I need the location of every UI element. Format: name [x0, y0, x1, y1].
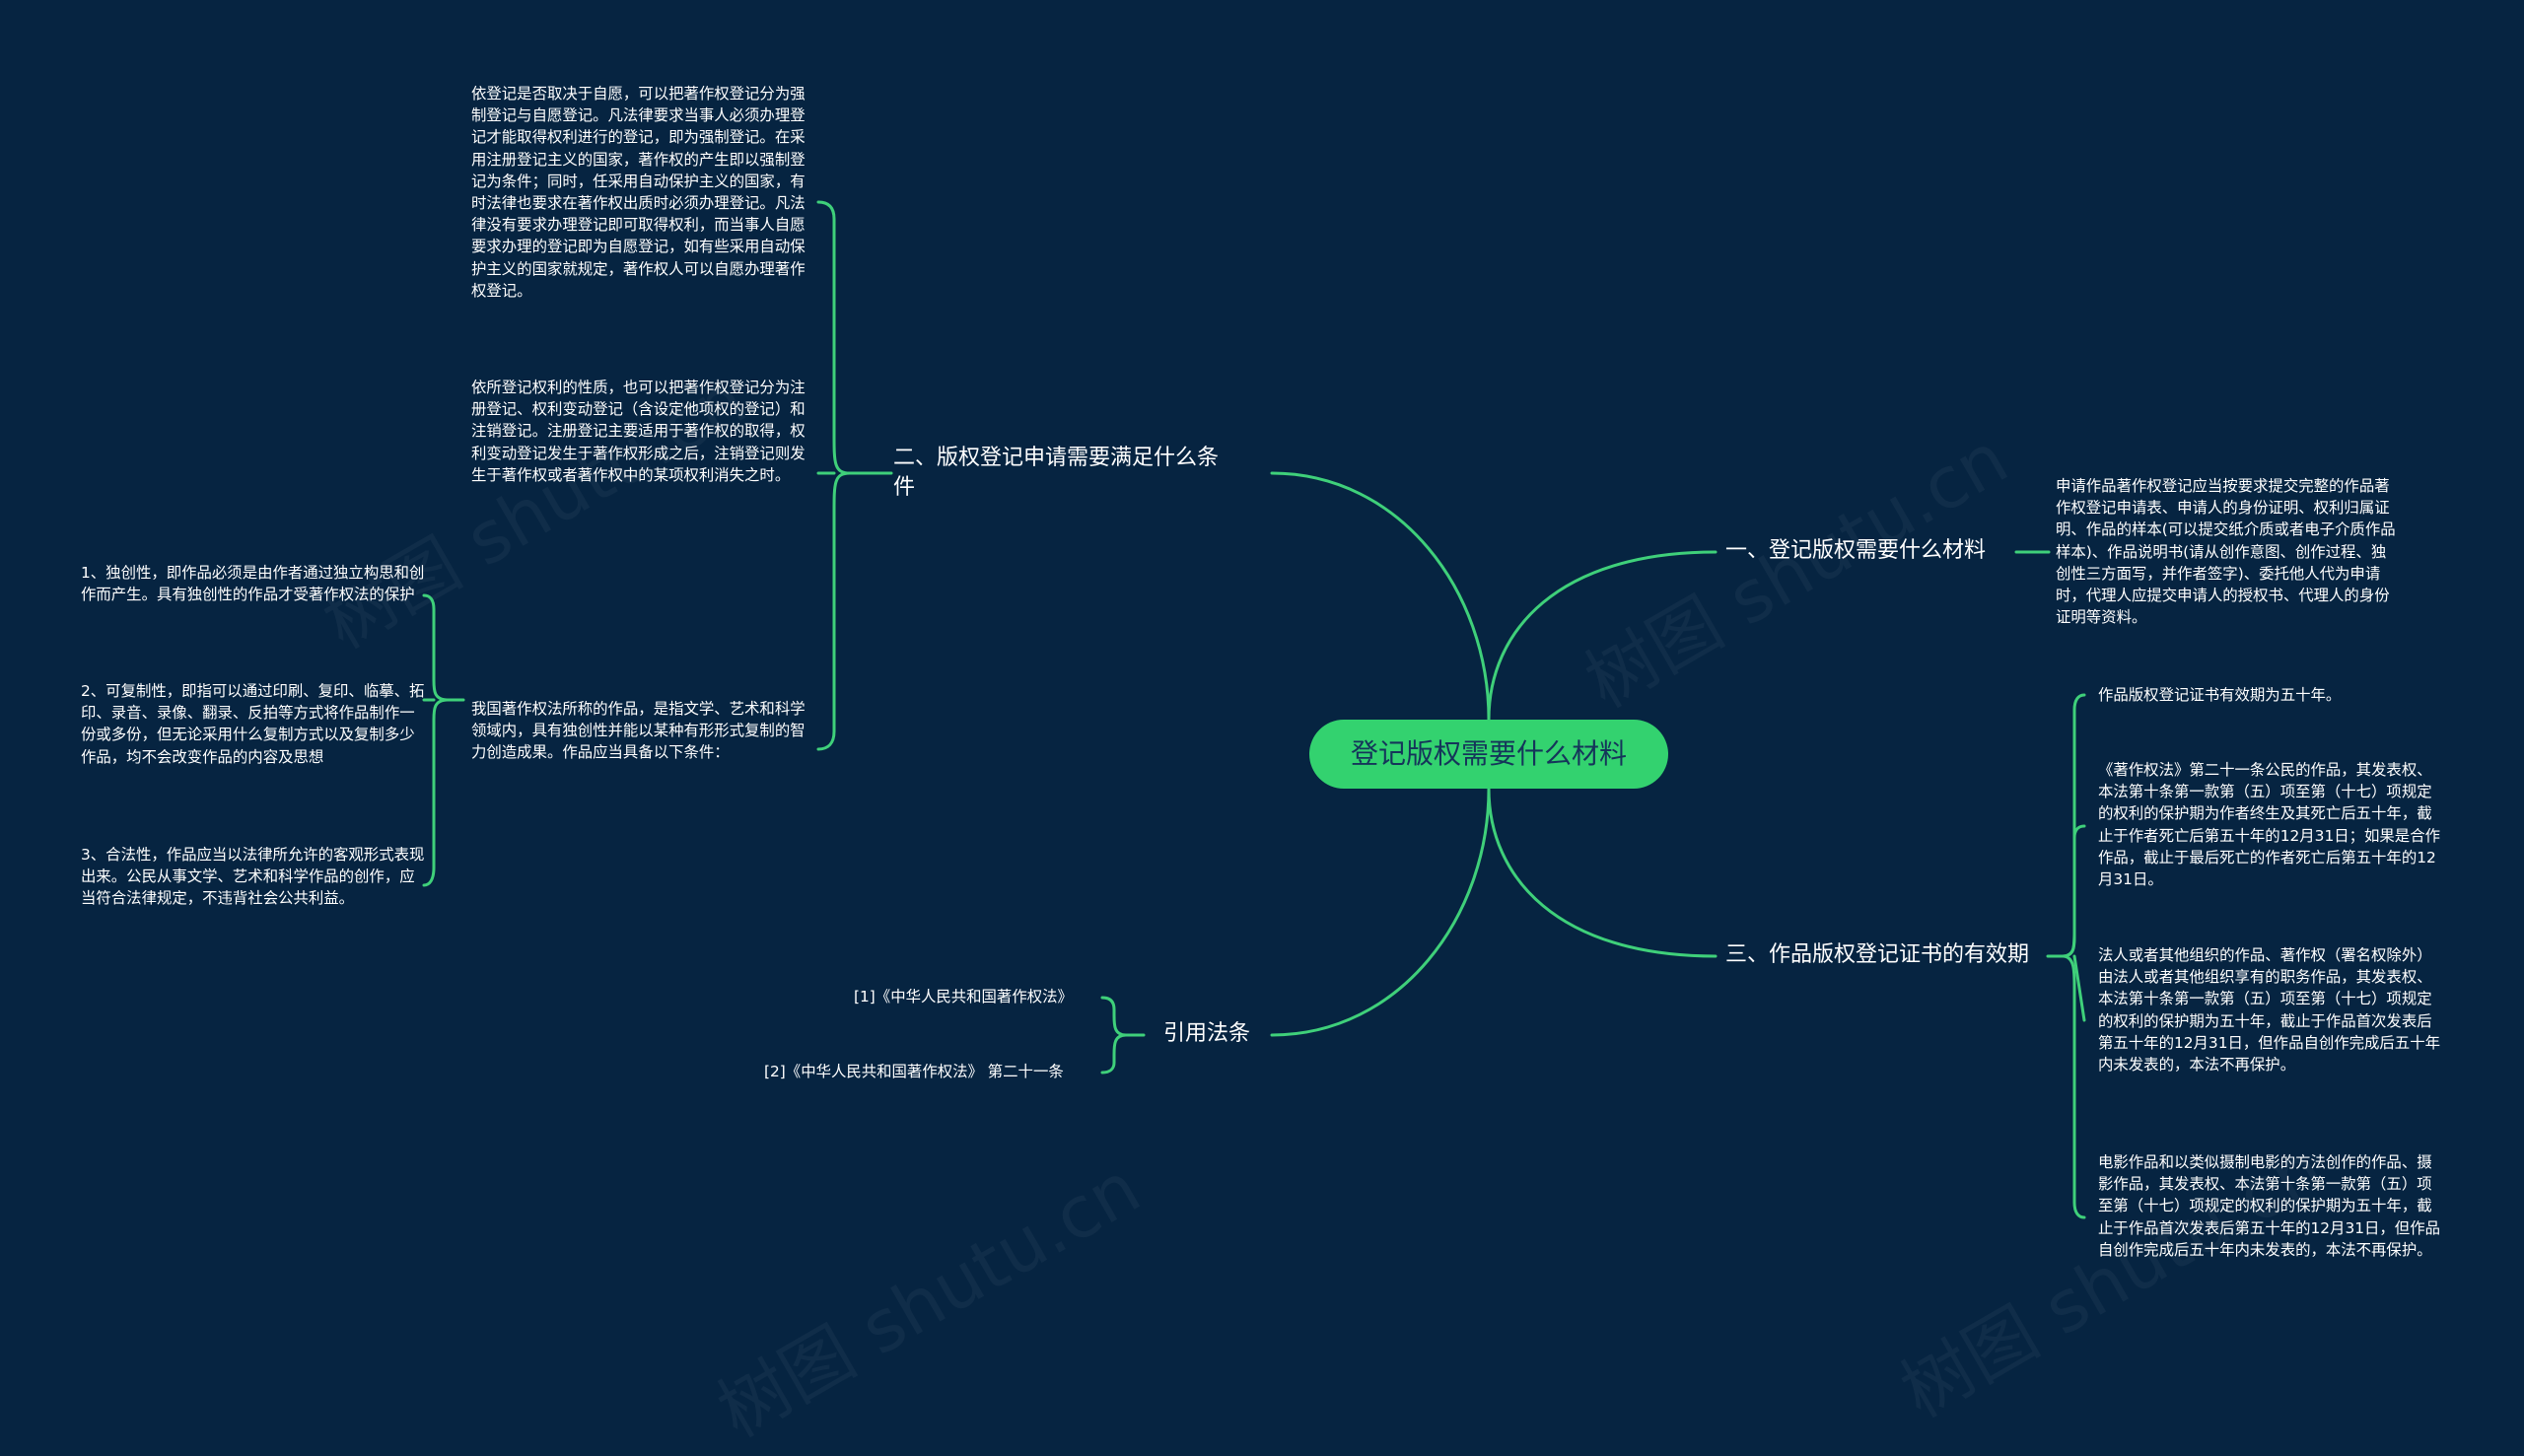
- leaf-legality: 3、合法性，作品应当以法律所允许的客观形式表现出来。公民从事文学、艺术和科学作品…: [81, 846, 425, 908]
- link-root-b2: [1270, 471, 1491, 722]
- leaf-article-21-citizen: 《著作权法》第二十一条公民的作品，其发表权、本法第十条第一款第（五）项至第（十七…: [2098, 761, 2440, 889]
- ref-copyright-law-article-21[interactable]: [2]《中华人民共和国著作权法》 第二十一条: [764, 1063, 1064, 1080]
- branch-certificate-validity[interactable]: 三、作品版权登记证书的有效期: [1725, 942, 2030, 967]
- link-b4-ref1: [1100, 996, 1128, 1037]
- link-b2-leaf3: [816, 471, 852, 751]
- ref-copyright-law[interactable]: [1]《中华人民共和国著作权法》: [854, 988, 1073, 1005]
- leaf-validity-fifty-years: 作品版权登记证书有效期为五十年。: [2098, 686, 2342, 704]
- leaf-work-definition: 我国著作权法所称的作品，是指文学、艺术和科学领域内，具有独创性并能以某种有形形式…: [471, 700, 806, 762]
- leaf-reproducibility: 2、可复制性，即指可以通过印刷、复印、临摹、拓印、录音、录像、翻录、反拍等方式将…: [81, 682, 425, 766]
- link-b3-leaf2: [2061, 824, 2086, 958]
- link-root-b1: [1487, 550, 1718, 722]
- branch-cited-laws[interactable]: 引用法条: [1163, 1021, 1251, 1046]
- branch-registration-conditions[interactable]: 二、版权登记申请需要满足什么条件: [893, 446, 1220, 500]
- link-b3-leaf3: [2072, 954, 2086, 1022]
- connector-lines: [422, 200, 2086, 1219]
- link-b4-ref2: [1100, 1033, 1128, 1075]
- link-b2_3-sub1: [422, 593, 450, 702]
- root-topic[interactable]: 登记版权需要什么材料: [1309, 720, 1668, 789]
- leaf-film-photography-works: 电影作品和以类似摄制电影的方法创作的作品、摄影作品，其发表权、本法第十条第一款第…: [2098, 1153, 2440, 1259]
- leaf-registration-types: 依所登记权利的性质，也可以把著作权登记分为注册登记、权利变动登记（含设定他项权的…: [471, 379, 806, 484]
- leaf-voluntary-mandatory-registration: 依登记是否取决于自愿，可以把著作权登记分为强制登记与自愿登记。凡法律要求当事人必…: [471, 85, 806, 300]
- link-root-b3: [1487, 787, 1718, 958]
- branch-register-materials[interactable]: 一、登记版权需要什么材料: [1725, 538, 1987, 563]
- link-b2_3-sub3: [422, 698, 450, 887]
- leaf-originality: 1、独创性，即作品必须是由作者通过独立构思和创作而产生。具有独创性的作品才受著作…: [81, 564, 425, 604]
- leaf-required-materials: 申请作品著作权登记应当按要求提交完整的作品著作权登记申请表、申请人的身份证明、权…: [2056, 477, 2396, 627]
- leaf-legal-person-works: 法人或者其他组织的作品、著作权（署名权除外）由法人或者其他组织享有的职务作品，其…: [2098, 946, 2440, 1075]
- link-b3-leaf4: [2061, 954, 2086, 1219]
- link-root-b4: [1270, 787, 1491, 1037]
- link-b2-leaf1: [816, 200, 852, 475]
